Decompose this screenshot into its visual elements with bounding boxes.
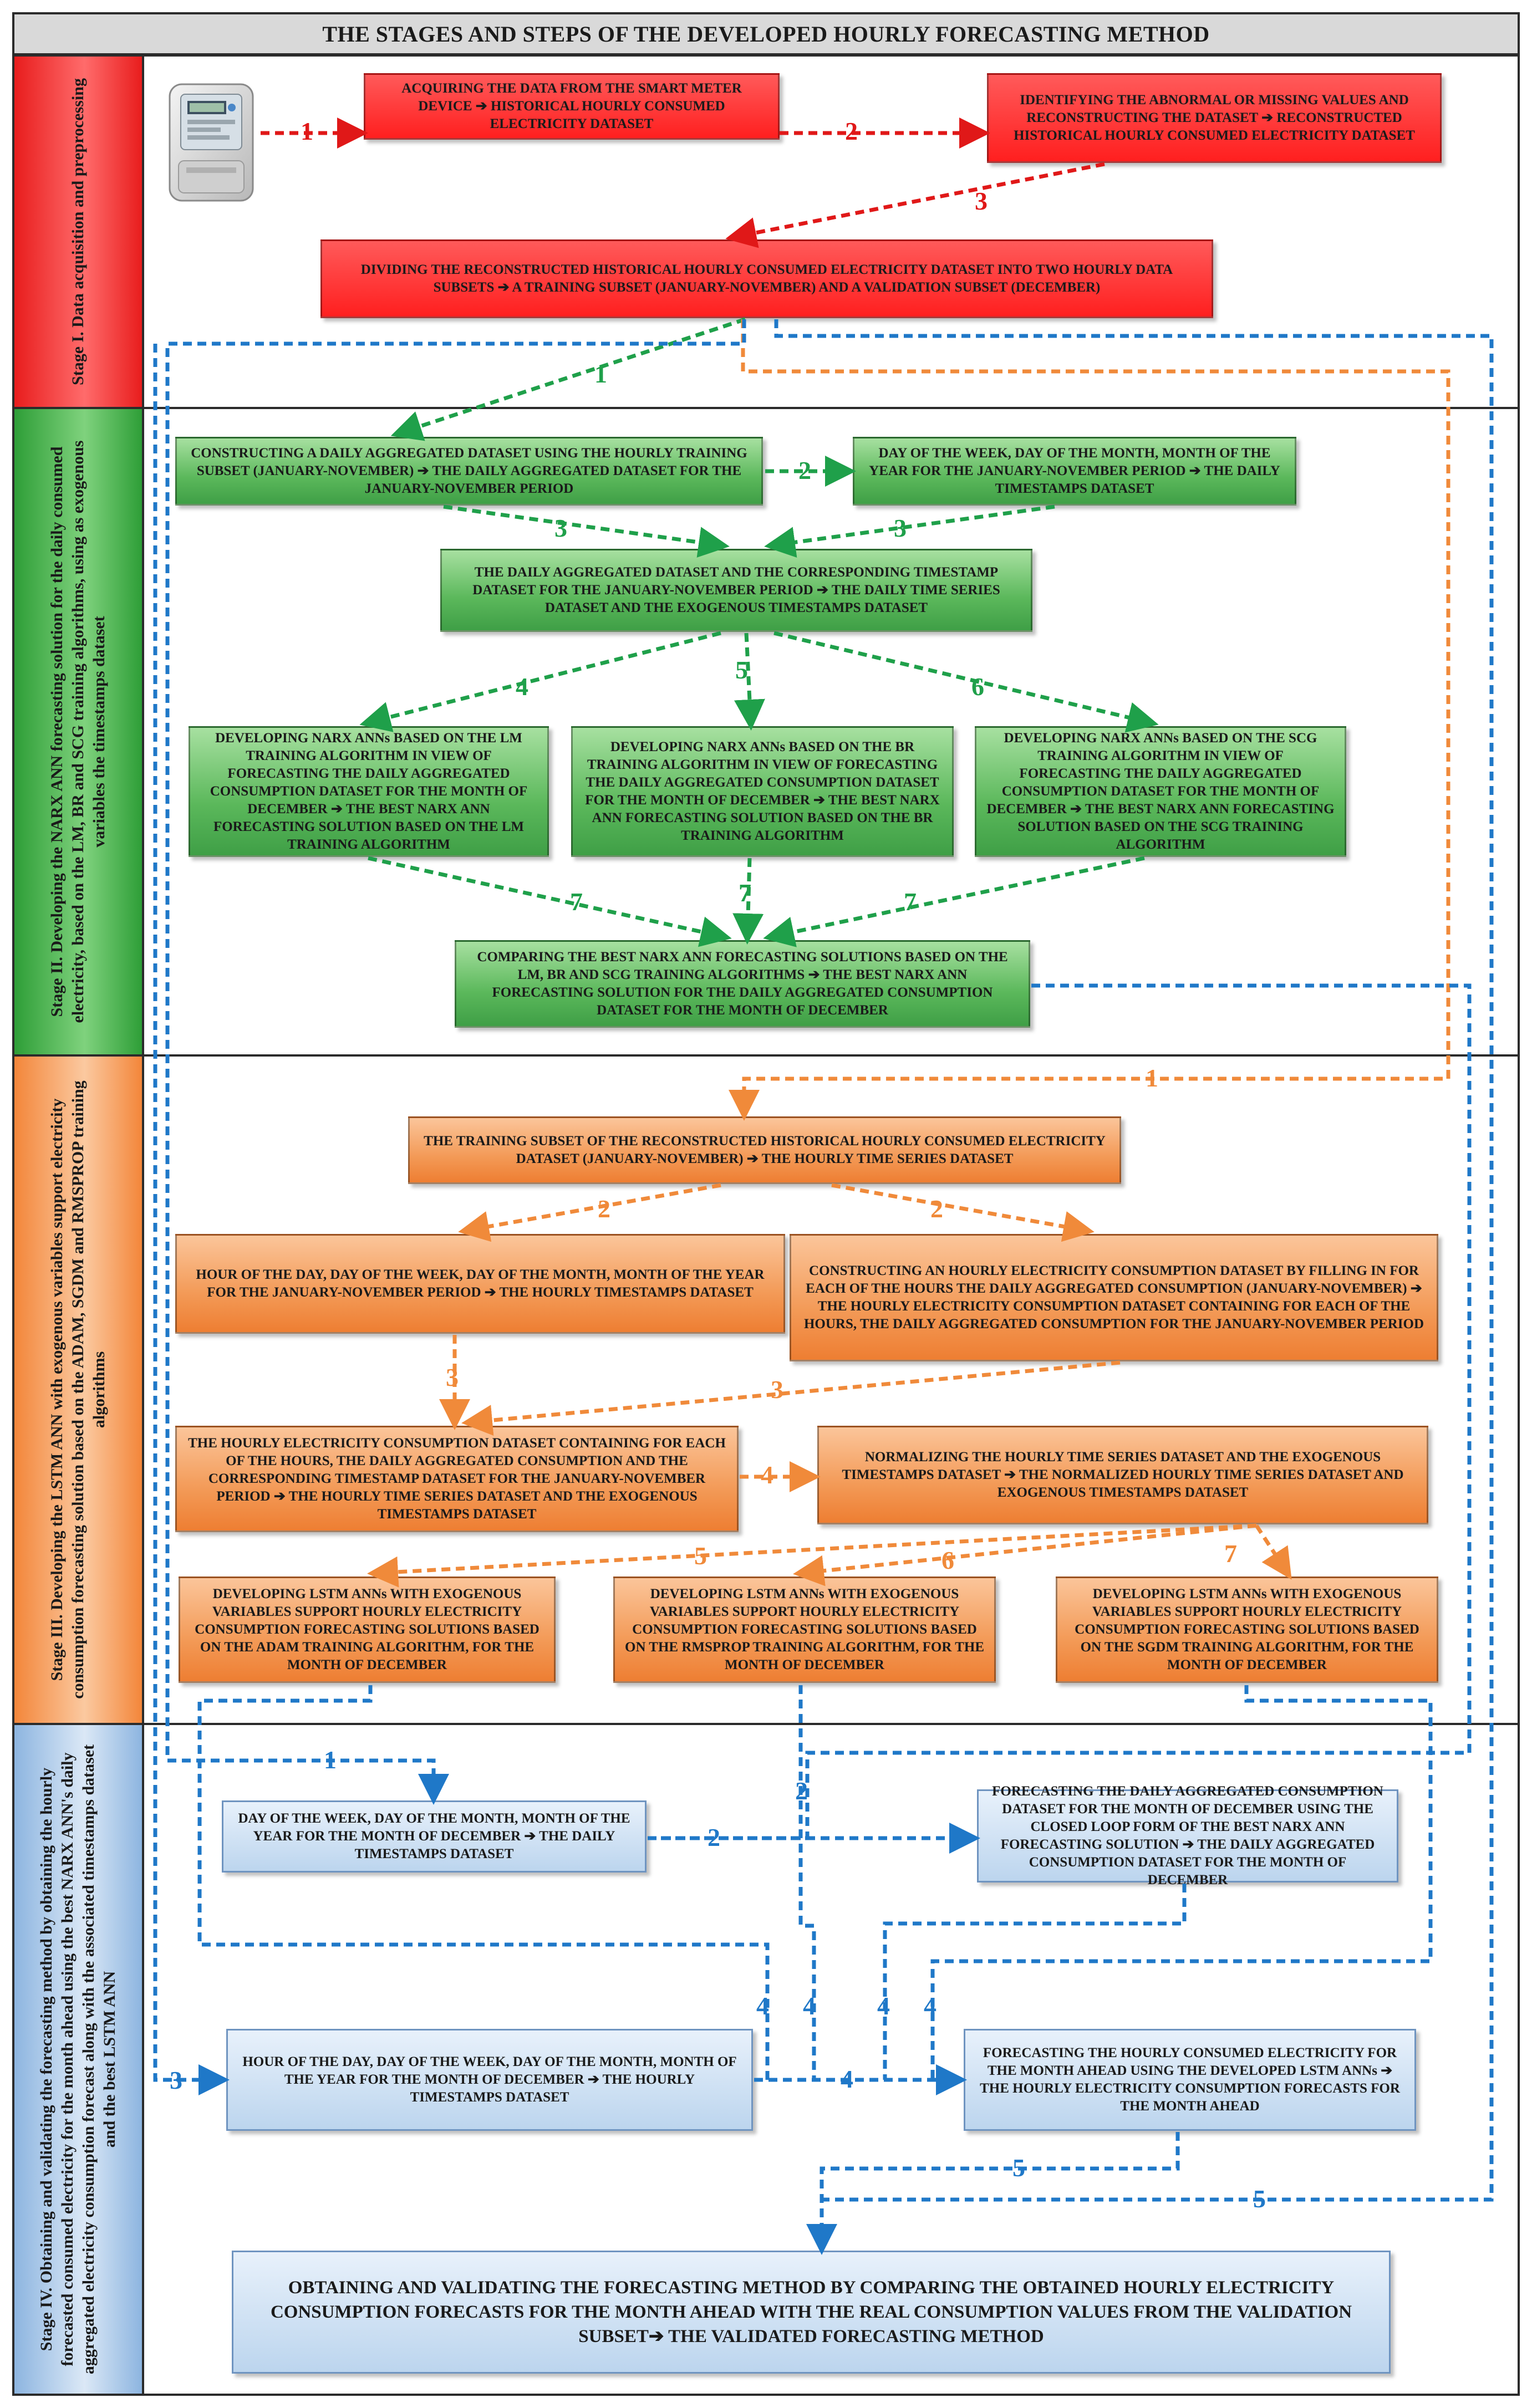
box-narx-scg: DEVELOPING NARX ANNs BASED ON THE SCG TR… bbox=[975, 726, 1346, 857]
box-final-validation: OBTAINING AND VALIDATING THE FORECASTING… bbox=[232, 2251, 1391, 2374]
arrow-s1-3 bbox=[725, 162, 1105, 248]
step-s4-5a: 5 bbox=[1012, 2154, 1025, 2182]
arrow-s2-7a bbox=[368, 856, 732, 947]
box-daily-combined: THE DAILY AGGREGATED DATASET AND THE COR… bbox=[440, 549, 1032, 632]
arrow-s3-7 bbox=[1255, 1524, 1292, 1580]
step-s2-6: 6 bbox=[971, 672, 984, 701]
step-s4-4a: 4 bbox=[756, 1992, 769, 2020]
step-s3-2b: 2 bbox=[930, 1195, 943, 1223]
step-s1-3: 3 bbox=[975, 187, 988, 215]
arrow-s3-3b bbox=[461, 1360, 1121, 1436]
arrow-s3-5 bbox=[367, 1523, 1257, 1588]
step-s4-4e: 4 bbox=[924, 1992, 936, 2020]
box-hourly-timestamps: HOUR OF THE DAY, DAY OF THE WEEK, DAY OF… bbox=[175, 1234, 785, 1334]
box-lstm-sgdm: DEVELOPING LSTM ANNs WITH EXOGENOUS VARI… bbox=[1056, 1577, 1438, 1683]
arrow-s2-3b bbox=[764, 504, 1055, 558]
arrow-s4-4d bbox=[930, 1685, 1433, 2080]
box-identify-abnormal: IDENTIFYING THE ABNORMAL OR MISSING VALU… bbox=[987, 73, 1442, 163]
arrow-s2-7b bbox=[732, 858, 764, 945]
arrow-s2-7c bbox=[763, 856, 1145, 947]
arrow-s4-4b bbox=[798, 1685, 816, 2080]
box-construct-hourly: CONSTRUCTING AN HOURLY ELECTRICITY CONSU… bbox=[790, 1234, 1438, 1361]
stage-2-column: Stage II. Developing the NARX ANN foreca… bbox=[12, 407, 144, 1057]
step-s4-4b: 4 bbox=[803, 1992, 816, 2020]
stage-4-area bbox=[142, 1723, 1520, 2396]
step-s3-5: 5 bbox=[694, 1542, 707, 1570]
box-forecast-daily: FORECASTING THE DAILY AGGREGATED CONSUMP… bbox=[977, 1784, 1398, 1887]
stage-4-column: Stage IV. Obtaining and validating the f… bbox=[12, 1723, 144, 2396]
step-s2-2: 2 bbox=[798, 456, 811, 484]
box-divide-dataset: DIVIDING THE RECONSTRUCTED HISTORICAL HO… bbox=[320, 239, 1213, 318]
arrow-s3-2a bbox=[458, 1183, 721, 1242]
box-december-hourly-timestamps: HOUR OF THE DAY, DAY OF THE WEEK, DAY OF… bbox=[226, 2029, 753, 2131]
smart-meter-icon bbox=[169, 83, 254, 202]
box-acquire-data: ACQUIRING THE DATA FROM THE SMART METER … bbox=[364, 73, 780, 140]
step-s2-7a: 7 bbox=[570, 887, 583, 916]
step-s3-2a: 2 bbox=[598, 1195, 610, 1223]
arrow-s3-6 bbox=[793, 1523, 1257, 1586]
step-s3-3b: 3 bbox=[771, 1375, 783, 1404]
box-december-daily-timestamps: DAY OF THE WEEK, DAY OF THE MONTH, MONTH… bbox=[222, 1800, 647, 1873]
arrow-s4-4c bbox=[883, 1884, 1187, 2080]
arrow-s4-2a-path bbox=[648, 983, 1472, 1840]
arrow-s4-4a bbox=[197, 1685, 770, 2080]
arrow-s2-3a bbox=[443, 504, 730, 558]
step-s4-1: 1 bbox=[324, 1746, 337, 1774]
step-s2-7b: 7 bbox=[739, 879, 751, 907]
step-s3-1: 1 bbox=[1146, 1064, 1158, 1092]
box-normalize: NORMALIZING THE HOURLY TIME SERIES DATAS… bbox=[817, 1426, 1428, 1524]
step-s2-5: 5 bbox=[735, 656, 748, 684]
step-s4-4d: 4 bbox=[877, 1992, 890, 2020]
arrow-s3-2b bbox=[831, 1183, 1095, 1242]
box-narx-lm: DEVELOPING NARX ANNs BASED ON THE LM TRA… bbox=[189, 726, 549, 857]
step-s2-1: 1 bbox=[594, 360, 607, 388]
box-compare-narx: COMPARING THE BEST NARX ANN FORECASTING … bbox=[455, 940, 1030, 1028]
stage-3-column: Stage III. Developing the LSTM ANN with … bbox=[12, 1054, 144, 1725]
step-s3-3a: 3 bbox=[446, 1363, 459, 1391]
arrow-s4-3 bbox=[153, 344, 230, 2095]
step-s2-4: 4 bbox=[516, 672, 528, 701]
step-s1-1: 1 bbox=[301, 117, 313, 145]
arrow-s2-6 bbox=[773, 631, 1159, 733]
arrow-s3-1 bbox=[729, 319, 1450, 1121]
arrow-s2-4 bbox=[359, 631, 721, 732]
step-s3-4: 4 bbox=[761, 1461, 773, 1489]
diagram-title: THE STAGES AND STEPS OF THE DEVELOPED HO… bbox=[12, 12, 1520, 55]
box-forecast-hourly: FORECASTING THE HOURLY CONSUMED ELECTRIC… bbox=[964, 2029, 1416, 2131]
box-narx-br: DEVELOPING NARX ANNs BASED ON THE BR TRA… bbox=[571, 726, 954, 857]
box-lstm-adam: DEVELOPING LSTM ANNs WITH EXOGENOUS VARI… bbox=[179, 1577, 556, 1683]
step-s2-7c: 7 bbox=[904, 887, 917, 916]
arrow-s2-5 bbox=[734, 632, 765, 731]
arrow-s4-1 bbox=[165, 319, 746, 1805]
step-s2-3a: 3 bbox=[554, 514, 567, 542]
step-s4-3: 3 bbox=[170, 2066, 182, 2094]
arrow-s2-1 bbox=[390, 317, 746, 441]
step-s2-3b: 3 bbox=[894, 514, 907, 542]
arrow-s4-5a bbox=[806, 2132, 1180, 2255]
box-daily-timestamps: DAY OF THE WEEK, DAY OF THE MONTH, MONTH… bbox=[853, 437, 1296, 506]
step-s3-6: 6 bbox=[941, 1546, 954, 1574]
arrow-s4-5b bbox=[774, 319, 1494, 2202]
step-s4-5b: 5 bbox=[1253, 2185, 1266, 2213]
box-lstm-rmsprop: DEVELOPING LSTM ANNs WITH EXOGENOUS VARI… bbox=[613, 1577, 996, 1683]
step-s4-2a: 2 bbox=[708, 1823, 720, 1851]
step-s4-4c: 4 bbox=[841, 2065, 853, 2093]
step-s1-2: 2 bbox=[845, 117, 858, 145]
step-s3-7: 7 bbox=[1224, 1539, 1237, 1568]
box-training-subset: THE TRAINING SUBSET OF THE RECONSTRUCTED… bbox=[408, 1116, 1121, 1184]
box-daily-aggregated: CONSTRUCTING A DAILY AGGREGATED DATASET … bbox=[175, 437, 763, 506]
